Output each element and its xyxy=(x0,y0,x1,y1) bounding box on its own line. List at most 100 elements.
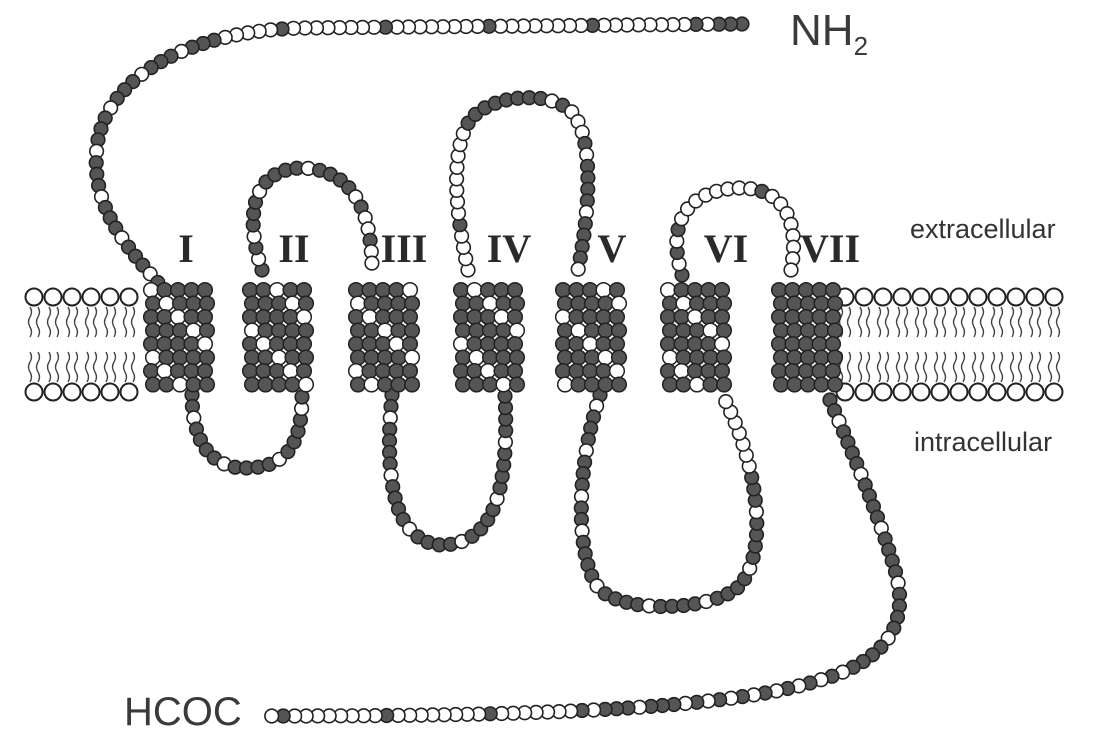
lipid-right-head xyxy=(951,384,968,401)
lipid-right-head xyxy=(1008,289,1025,306)
helix-6-residue xyxy=(701,337,716,352)
helix-4-residue xyxy=(467,283,482,298)
lipid-right-tail xyxy=(886,352,889,382)
helix-5-residue xyxy=(612,377,627,392)
intracellular-label: intracellular xyxy=(914,427,1052,458)
helix-4-residue xyxy=(508,283,523,298)
helix-7-residue xyxy=(812,310,827,325)
helix-3-residue xyxy=(362,337,377,352)
helix-3-residue xyxy=(364,323,379,338)
helix-2-residue xyxy=(270,310,285,325)
helix-7-residue xyxy=(774,350,789,365)
helix-6-residue xyxy=(690,323,705,338)
helix-5-residue xyxy=(610,364,625,379)
helix-4-residue xyxy=(456,296,471,311)
transmembrane-helices xyxy=(144,283,843,392)
lipid-left-tail xyxy=(67,307,70,337)
helix-1-residue xyxy=(171,337,186,352)
helix-5-residue xyxy=(598,350,613,365)
helix-6-residue xyxy=(661,364,676,379)
helix-1-residue xyxy=(159,350,174,365)
helix-1-residue xyxy=(157,364,172,379)
helix-2-residue xyxy=(299,296,314,311)
lipid-right-head xyxy=(1027,289,1044,306)
helix-5-residue xyxy=(585,323,600,338)
helix-5-residue xyxy=(598,323,613,338)
helix-4-residue xyxy=(454,364,469,379)
helix-6-residue xyxy=(674,310,689,325)
lipid-right-tail xyxy=(992,307,995,337)
n-terminus-label: NH2 xyxy=(790,6,868,62)
helix-4-residue xyxy=(508,310,523,325)
helix-4-residue xyxy=(454,283,469,298)
lipid-right-head xyxy=(1027,384,1044,401)
helix-6-residue xyxy=(717,296,732,311)
helix-4-residue xyxy=(494,364,509,379)
helix-5-residue xyxy=(598,377,613,392)
helix-7-residue xyxy=(785,310,800,325)
helix-5-residue xyxy=(556,310,571,325)
helix-3-residue xyxy=(403,310,418,325)
helix-2-residue xyxy=(283,364,298,379)
lipid-right-tail xyxy=(943,352,946,382)
helix-1-residue xyxy=(200,296,215,311)
helix-5-residue xyxy=(583,337,598,352)
helix-5-residue xyxy=(610,337,625,352)
helix-6-residue xyxy=(701,283,716,298)
lipid-left-tail xyxy=(29,352,32,382)
lipid-right-tail xyxy=(859,307,862,337)
helix-2-residue xyxy=(283,337,298,352)
helix-7-residue xyxy=(826,337,841,352)
helix-1-residue xyxy=(171,364,186,379)
helix-3-residue xyxy=(389,337,404,352)
helix-3-residue xyxy=(378,350,393,365)
helix-6-residue xyxy=(663,350,678,365)
helix-6-residue xyxy=(715,364,730,379)
helix-4-residue xyxy=(481,337,496,352)
lipid-right-tail xyxy=(916,307,919,337)
helix-3-residue xyxy=(364,350,379,365)
helix-6-residue xyxy=(690,377,705,392)
helix-1-residue xyxy=(186,350,201,365)
c-terminus-label: HCOC xyxy=(124,690,242,735)
lipid-left-tail xyxy=(105,352,108,382)
helix-5-residue xyxy=(610,310,625,325)
lipid-right-tail xyxy=(981,352,984,382)
lipid-left-tail xyxy=(124,352,127,382)
helix-4-residue xyxy=(510,377,525,392)
helix-7-residue xyxy=(828,296,843,311)
lipid-right-tail xyxy=(848,307,851,337)
helix-1-residue xyxy=(186,377,201,392)
helix-2-residue xyxy=(299,350,314,365)
lipid-left-tail xyxy=(132,352,135,382)
helix-3-residue xyxy=(378,377,393,392)
lipid-right-tail xyxy=(962,307,965,337)
helix-7-residue xyxy=(772,310,787,325)
helix-7-residue xyxy=(826,310,841,325)
helix-7-residue xyxy=(785,283,800,298)
lipid-left-tail xyxy=(48,352,51,382)
lipid-left-head xyxy=(102,384,119,401)
lipid-right-tail xyxy=(962,352,965,382)
helix-3-residue xyxy=(378,323,393,338)
helix-4-residue xyxy=(456,323,471,338)
helix-3-residue xyxy=(405,377,420,392)
helix-3-residue xyxy=(364,296,379,311)
helix-2-residue xyxy=(256,364,271,379)
lipid-right-tail xyxy=(1049,307,1052,337)
helix-4-residue xyxy=(483,350,498,365)
helix-1-residue xyxy=(157,310,172,325)
lipid-right-head xyxy=(856,289,873,306)
lipid-left-tail xyxy=(75,307,78,337)
helix-2-residue xyxy=(272,323,287,338)
helix-7-residue xyxy=(801,350,816,365)
helix-2-residue xyxy=(285,323,300,338)
helix-6-residue xyxy=(688,337,703,352)
helix-3-residue xyxy=(376,337,391,352)
helix-1-residue xyxy=(157,337,172,352)
lipid-right-head xyxy=(1046,289,1063,306)
helix-6-residue xyxy=(688,283,703,298)
helix-6-residue xyxy=(703,377,718,392)
helix-5-residue xyxy=(571,323,586,338)
helix-6-residue xyxy=(701,364,716,379)
